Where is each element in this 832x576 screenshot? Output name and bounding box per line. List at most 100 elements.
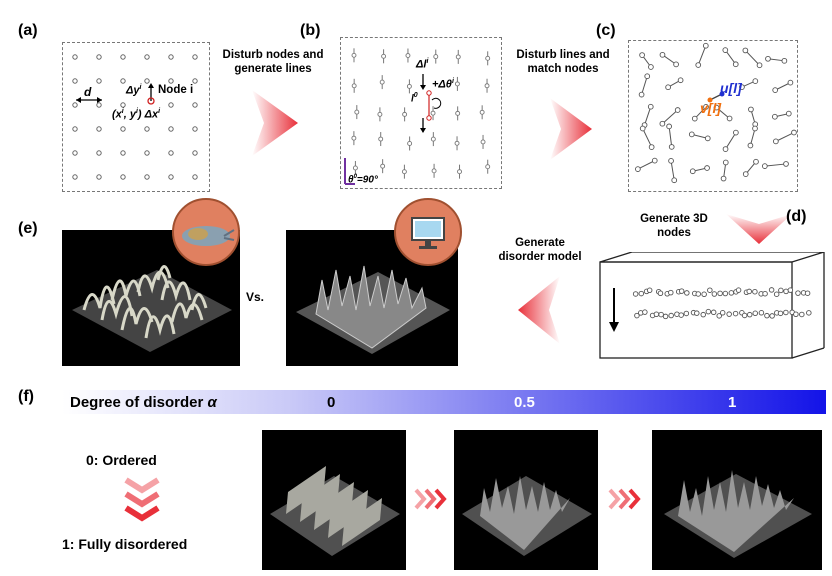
node-pair: [641, 103, 654, 128]
versus-label: Vs.: [246, 290, 265, 304]
lattice-node: [144, 54, 150, 60]
box-edge: [791, 347, 825, 359]
lattice-node: [96, 78, 102, 84]
degree-of-disorder-label: Degree of disorder α: [70, 394, 217, 411]
line-segment: [402, 107, 408, 122]
lattice-node: [96, 126, 102, 132]
spacing-arrow: [76, 97, 102, 103]
line-segment: [351, 78, 357, 93]
line-segment: [455, 49, 461, 64]
3d-node: [806, 310, 812, 316]
line-segment: [430, 132, 436, 147]
line-segment: [406, 79, 412, 94]
alpha-tick-0-5: 0.5: [514, 394, 535, 411]
node-pair: [635, 157, 658, 172]
lattice-node: [144, 174, 150, 180]
panel-a-lattice: [62, 42, 210, 192]
lattice-node: [144, 150, 150, 156]
lattice-node: [192, 78, 198, 84]
node-pair: [659, 51, 679, 68]
lattice-node: [192, 126, 198, 132]
3d-node: [658, 311, 664, 318]
arrow-d-to-e: [518, 276, 560, 344]
l0-label: l0: [411, 92, 418, 105]
node-pair: [722, 47, 739, 68]
panel-b-lines: [340, 37, 502, 189]
line-segment: [433, 49, 439, 64]
lattice-node: [168, 126, 174, 132]
node-pair: [761, 161, 789, 169]
lattice-node: [168, 54, 174, 60]
3d-node: [678, 288, 685, 294]
line-segment: [431, 163, 437, 178]
arrow-c-to-d: [726, 214, 792, 244]
theta-axis: [344, 158, 355, 185]
lattice-node: [144, 126, 150, 132]
3d-node: [735, 287, 742, 293]
line-segment: [479, 105, 485, 120]
disordered-line-pairs: [635, 42, 797, 184]
alpha-tick-0: 0: [327, 394, 336, 411]
3d-node: [752, 288, 758, 295]
node-pair: [638, 73, 651, 98]
lattice-node: [192, 150, 198, 156]
line-segment: [480, 134, 486, 149]
lattice-node: [120, 150, 126, 156]
dy-label: Δyi: [126, 84, 142, 97]
theta-label: θ0=90°: [348, 174, 378, 186]
node-pair: [665, 77, 684, 91]
arrow-b-to-c: [550, 98, 592, 160]
lattice-node: [96, 54, 102, 60]
3d-node: [732, 310, 739, 317]
ordered-label: 0: Ordered: [86, 452, 157, 468]
lattice-node: [168, 150, 174, 156]
panel-label-c: (c): [596, 22, 616, 39]
node-pair: [772, 110, 792, 120]
3d-node: [683, 310, 690, 317]
panel-label-f: (f): [18, 388, 34, 405]
lattice-node: [120, 174, 126, 180]
line-segment: [484, 78, 490, 93]
line-segment: [401, 164, 407, 179]
panel-label-d: (d): [786, 208, 807, 225]
3d-node-box: [599, 252, 825, 359]
right-chevrons-1: [414, 488, 447, 510]
lattice-node: [168, 102, 174, 108]
line-segment: [381, 49, 387, 64]
3d-node: [668, 312, 674, 319]
line-length-arrows: [420, 74, 442, 133]
node-pair: [689, 165, 710, 175]
3d-node: [728, 290, 735, 296]
coordinate-label: (xi, yi) Δxi: [112, 108, 161, 121]
cuttlefish-icon: [172, 198, 240, 266]
lattice-node: [96, 174, 102, 180]
render-alpha-0-5: [454, 430, 598, 570]
lattice-node: [192, 54, 198, 60]
node-pair: [720, 159, 729, 182]
3d-node: [768, 287, 775, 293]
node-pair: [639, 125, 655, 150]
3d-node: [674, 311, 680, 317]
regular-lattice: [72, 54, 198, 180]
3d-node: [758, 310, 765, 316]
3d-node: [769, 313, 775, 319]
vertical-line-lattice: [351, 48, 491, 179]
line-segment: [405, 48, 411, 63]
node-pair: [773, 129, 797, 145]
line-segment: [351, 131, 357, 146]
3d-node: [717, 290, 723, 297]
node-pair: [742, 47, 763, 69]
3d-node: [746, 288, 752, 295]
box-front: [599, 261, 793, 359]
node-pair: [659, 107, 681, 127]
lattice-node: [72, 150, 78, 156]
panel-label-b: (b): [300, 22, 321, 39]
lattice-node: [120, 54, 126, 60]
3d-node: [777, 310, 784, 317]
line-segment: [457, 164, 462, 179]
3d-node: [719, 310, 726, 316]
alpha-tick-1: 1: [728, 394, 737, 411]
3d-node: [707, 287, 713, 293]
